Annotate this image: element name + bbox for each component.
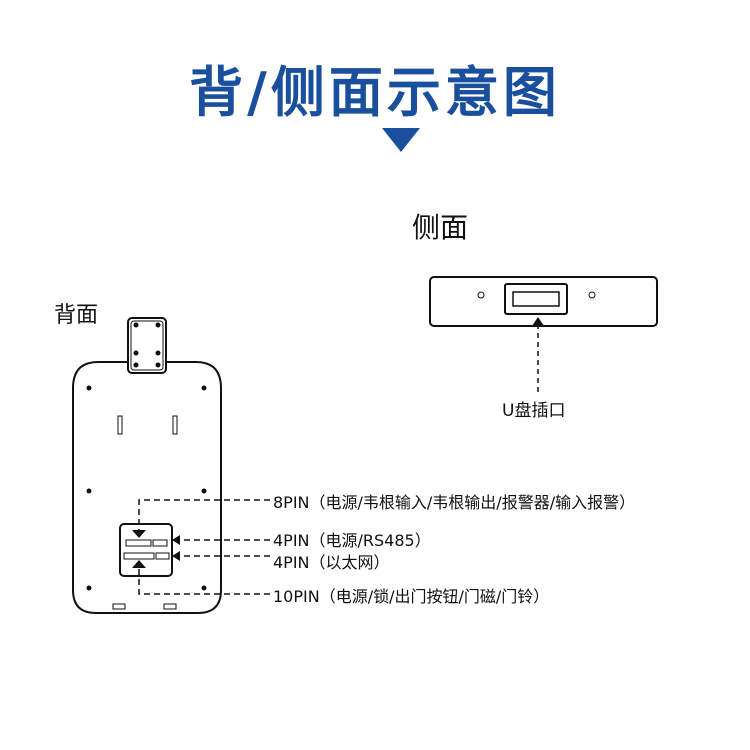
back-view-label: 背面 bbox=[54, 303, 99, 328]
screw-hole bbox=[133, 322, 139, 328]
connector-8pin bbox=[125, 539, 152, 547]
mounting-plate bbox=[127, 317, 167, 374]
screw-hole bbox=[155, 322, 161, 328]
leader-line-10pin bbox=[138, 568, 270, 595]
bottom-tab bbox=[112, 603, 126, 610]
usb-port-inner bbox=[512, 291, 560, 307]
side-view-device bbox=[429, 276, 658, 392]
arrow-left-icon bbox=[172, 551, 180, 561]
screw-hole bbox=[201, 385, 207, 391]
screw-hole bbox=[86, 488, 92, 494]
screw-hole bbox=[155, 362, 161, 368]
screw-hole bbox=[133, 362, 139, 368]
usb-port bbox=[504, 283, 568, 315]
screw-hole bbox=[201, 585, 207, 591]
page-title: 背/侧面示意图 bbox=[189, 61, 561, 124]
connector-4pin-rs485-label: 4PIN（电源/RS485） bbox=[273, 531, 431, 550]
connector-4pin-ethernet bbox=[155, 552, 170, 560]
screw-hole bbox=[477, 291, 485, 299]
leader-line-8pin bbox=[138, 499, 270, 530]
side-view-label: 侧面 bbox=[412, 211, 469, 244]
connector-box bbox=[119, 523, 173, 577]
connector-10pin-label: 10PIN（电源/锁/出门按钮/门磁/门铃） bbox=[273, 587, 550, 606]
arrow-up-icon bbox=[532, 317, 544, 326]
connector-4pin-rs485 bbox=[152, 539, 168, 547]
leader-lines bbox=[138, 499, 270, 595]
back-view-device bbox=[72, 317, 222, 614]
screw-hole bbox=[588, 291, 596, 299]
slot bbox=[172, 415, 178, 435]
bottom-tab bbox=[163, 603, 177, 610]
slot bbox=[117, 415, 123, 435]
connector-8pin-label: 8PIN（电源/韦根输入/韦根输出/报警器/输入报警） bbox=[273, 493, 636, 512]
screw-hole bbox=[201, 488, 207, 494]
arrow-left-icon bbox=[172, 535, 180, 545]
screw-hole bbox=[86, 385, 92, 391]
down-triangle-icon bbox=[382, 128, 420, 152]
arrow-heads bbox=[132, 530, 180, 568]
usb-port-label: U盘插口 bbox=[502, 401, 566, 421]
back-view-body bbox=[72, 361, 222, 614]
mounting-plate-inner bbox=[130, 320, 164, 371]
screw-hole bbox=[155, 350, 161, 356]
screw-hole bbox=[133, 350, 139, 356]
connector-4pin-ethernet-label: 4PIN（以太网） bbox=[273, 553, 390, 572]
screw-hole bbox=[86, 585, 92, 591]
arrow-up-icon bbox=[132, 560, 146, 568]
arrow-down-icon bbox=[132, 530, 146, 538]
connector-10pin bbox=[123, 552, 155, 560]
screw-holes bbox=[86, 322, 207, 591]
